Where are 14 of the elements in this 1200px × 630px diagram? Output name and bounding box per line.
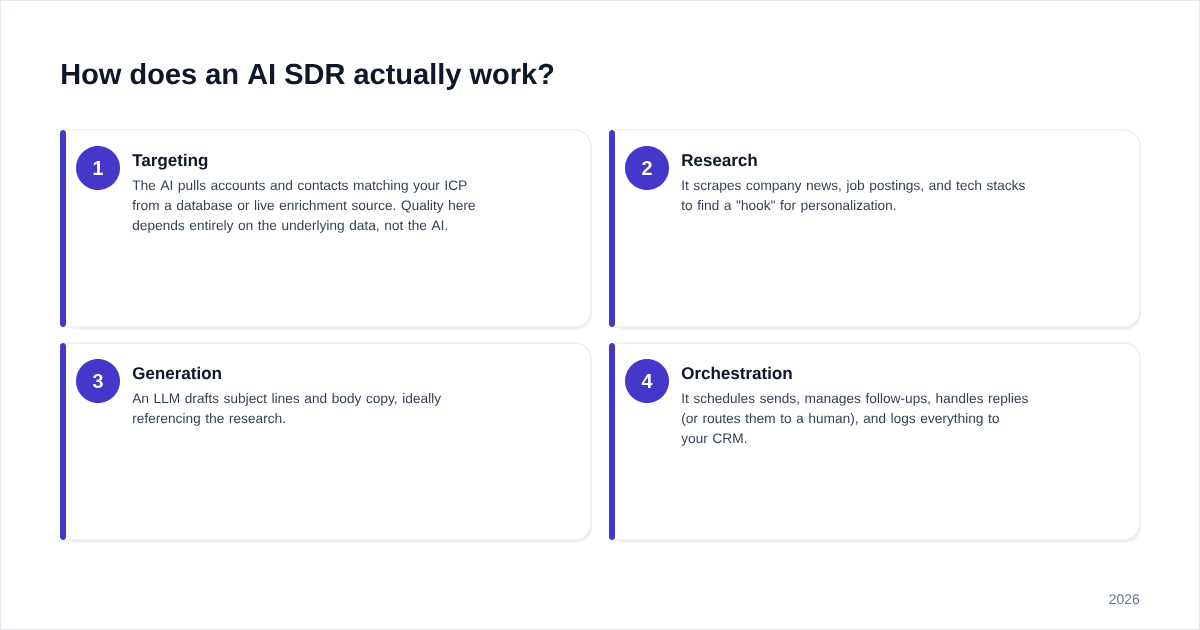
card-title: Targeting xyxy=(132,153,208,170)
card-text: The AI pulls accounts and contacts matching your ICP from a database or live enrichment source. Quality here depends entirely on the underlying data, not the AI. xyxy=(132,180,475,233)
card xyxy=(60,342,592,543)
card-title: Generation xyxy=(132,366,221,380)
card-text: It schedules sends, manages follow-ups, handles replies (or routes them to a human), and logs everything to your CRM. xyxy=(681,393,1028,446)
card xyxy=(609,129,1141,330)
card-text: It scrapes company news, job postings, and tech stacks to find a "hook" for personalization. xyxy=(681,180,1025,213)
card-text: An LLM drafts subject lines and body copy, ideally referencing the research. xyxy=(132,393,442,426)
card xyxy=(609,342,1141,543)
card-title: Orchestration xyxy=(681,366,792,380)
title: How does an AI SDR actually work? xyxy=(62,63,554,90)
card-title: Research xyxy=(682,153,757,167)
footer-text: 2026 xyxy=(1109,594,1140,605)
card xyxy=(60,129,592,330)
